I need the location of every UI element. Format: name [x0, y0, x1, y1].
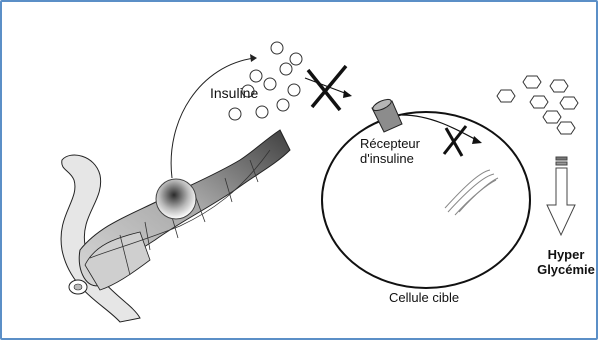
hyper-line1: Hyper — [536, 248, 596, 263]
glucose-molecules — [497, 76, 578, 134]
hyper-line2: Glycémie — [536, 263, 596, 278]
recepteur-line1: Récepteur — [360, 137, 420, 152]
blocked-signal-icon — [305, 66, 352, 110]
recepteur-line2: d'insuline — [360, 152, 420, 167]
hyperglycemie-label: Hyper Glycémie — [536, 248, 596, 278]
target-cell — [322, 112, 530, 288]
recepteur-label: Récepteur d'insuline — [360, 137, 420, 167]
beta-cell — [156, 179, 196, 219]
insuline-label: Insuline — [210, 85, 258, 101]
cellule-label: Cellule cible — [389, 291, 459, 306]
down-arrow-icon — [547, 157, 575, 235]
insulin-molecules — [229, 42, 302, 120]
